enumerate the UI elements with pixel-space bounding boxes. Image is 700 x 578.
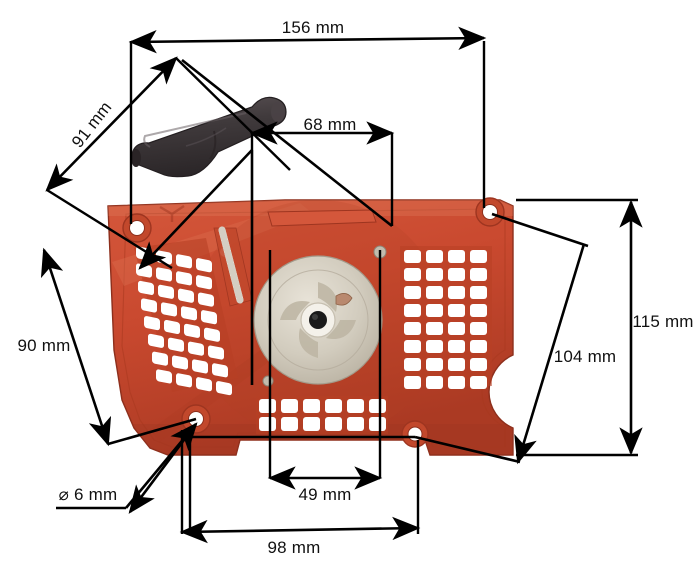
dim-49: 49 mm: [267, 250, 383, 504]
dim-d6-label: ⌀ 6 mm: [59, 485, 118, 504]
dim-104: 104 mm: [514, 243, 617, 465]
starter-rope: [213, 226, 253, 307]
dim-104-label: 104 mm: [554, 347, 617, 366]
vent-grid-bottom: [256, 396, 388, 434]
dim-68-label: 68 mm: [304, 115, 357, 134]
dim-156-label: 156 mm: [282, 18, 345, 37]
star-emboss: [159, 205, 185, 222]
vent-grid-right: [400, 246, 492, 389]
dim-49-label: 49 mm: [299, 485, 352, 504]
leader-98-left: [128, 423, 198, 514]
leader-diagonal-right: [181, 58, 393, 228]
leader-tr-hole: [188, 212, 589, 534]
dim-90-label: 90 mm: [18, 336, 71, 355]
dim-115-label: 115 mm: [632, 312, 693, 331]
dim-98-label: 98 mm: [268, 538, 321, 557]
dim-115: 115 mm: [516, 198, 693, 457]
mounting-hole-bottom-right: [401, 420, 429, 448]
leader-68-left: [138, 149, 254, 385]
vent-grid-left: [134, 238, 238, 396]
dim-90: 90 mm: [18, 247, 112, 447]
dim-98: 98 mm: [179, 430, 421, 557]
recoil-pulley: [253, 245, 387, 387]
dim-d6: ⌀ 6 mm: [56, 422, 198, 510]
